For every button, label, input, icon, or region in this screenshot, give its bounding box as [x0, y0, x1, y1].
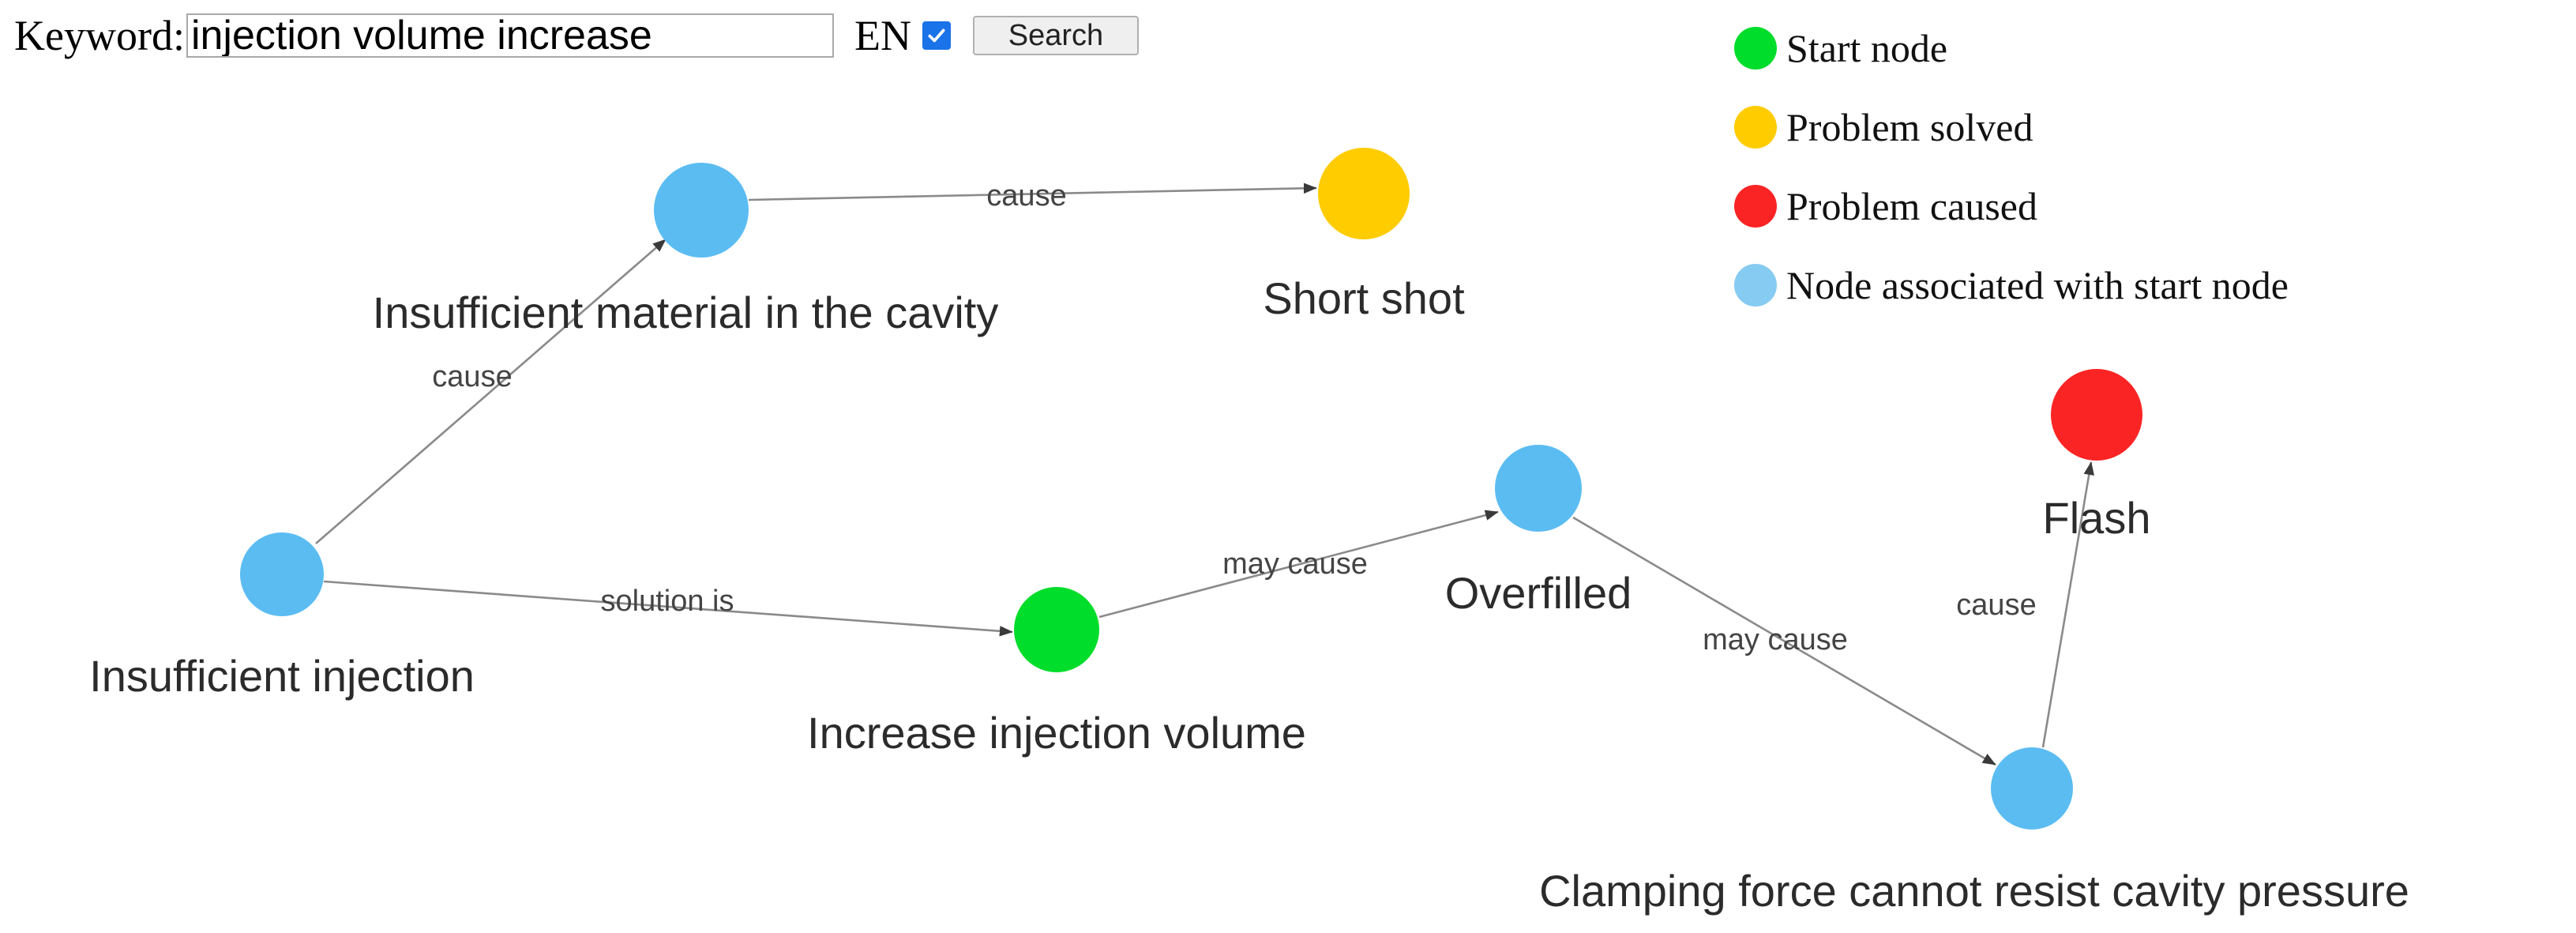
- legend-item-label: Problem caused: [1786, 184, 2037, 228]
- graph-edge-label: cause: [432, 360, 513, 393]
- graph-node-label-increase-injection-volume: Increase injection volume: [807, 708, 1306, 758]
- graph-node-label-overfilled: Overfilled: [1444, 568, 1632, 618]
- graph-node-increase-injection-volume[interactable]: [1014, 587, 1099, 672]
- graph-node-label-insufficient-material: Insufficient material in the cavity: [372, 288, 999, 337]
- legend-item-label: Start node: [1786, 26, 1948, 70]
- graph-edge[interactable]: [1098, 510, 1499, 619]
- graph-edge[interactable]: [323, 580, 1013, 637]
- legend-item: Problem caused: [1734, 184, 2289, 228]
- graph-edge-label: may cause: [1222, 547, 1368, 581]
- legend-item: Start node: [1734, 26, 2289, 70]
- legend-swatch-icon: [1734, 185, 1777, 228]
- legend-item: Node associated with start node: [1734, 263, 2289, 307]
- check-icon: [928, 28, 945, 43]
- graph-edge-label: cause: [986, 179, 1067, 213]
- legend-swatch-icon: [1734, 27, 1777, 70]
- graph-node-clamping-force[interactable]: [1991, 747, 2073, 830]
- legend-item: Problem solved: [1734, 105, 2289, 149]
- language-label: EN: [854, 12, 911, 59]
- graph-edge[interactable]: [315, 239, 667, 544]
- graph-node-insufficient-material[interactable]: [654, 163, 749, 258]
- graph-edge-label: may cause: [1703, 623, 1848, 656]
- graph-edge-label: cause: [1956, 589, 2037, 622]
- legend-item-label: Node associated with start node: [1786, 263, 2289, 307]
- graph-node-label-flash: Flash: [2042, 493, 2151, 543]
- graph-node-label-insufficient-injection: Insufficient injection: [89, 651, 475, 701]
- graph-node-short-shot[interactable]: [1318, 148, 1410, 239]
- legend-item-label: Problem solved: [1786, 105, 2033, 149]
- legend-swatch-icon: [1734, 106, 1777, 149]
- graph-node-insufficient-injection[interactable]: [240, 532, 324, 616]
- legend-swatch-icon: [1734, 264, 1777, 307]
- graph-node-label-clamping-force: Clamping force cannot resist cavity pres…: [1539, 866, 2409, 916]
- graph-edge[interactable]: [2041, 461, 2094, 748]
- language-checkbox[interactable]: [922, 21, 951, 50]
- keyword-label: Keyword:: [14, 12, 185, 59]
- search-button[interactable]: Search: [972, 16, 1139, 55]
- graph-node-label-short-shot: Short shot: [1263, 273, 1465, 323]
- graph-node-flash[interactable]: [2051, 369, 2142, 461]
- search-bar: Keyword: EN Search: [14, 11, 1139, 60]
- graph-edge[interactable]: [1572, 516, 1996, 766]
- graph-edge-label: solution is: [600, 585, 734, 618]
- graph-node-overfilled[interactable]: [1495, 445, 1582, 532]
- search-input[interactable]: [186, 13, 834, 58]
- graph-edge[interactable]: [748, 182, 1317, 201]
